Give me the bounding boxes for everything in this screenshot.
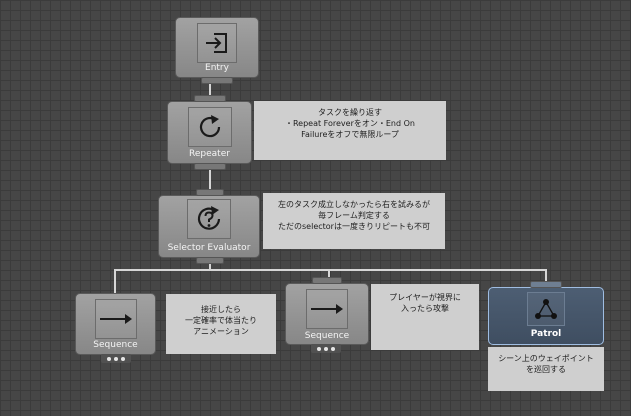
- entry-icon-frame: [197, 23, 237, 63]
- selector-evaluator-label: Selector Evaluator: [167, 243, 251, 253]
- repeater-comment-line-1: タスクを繰り返す: [318, 108, 382, 117]
- sequence-2-comment-line-1: プレイヤーが視界に: [389, 293, 461, 302]
- selector-evaluator-comment-line-3: ただのselectorは一度きりリピートも不可: [278, 222, 430, 231]
- repeat-icon: [199, 115, 220, 138]
- connector-horizontal-bar: [114, 269, 546, 271]
- sequence-1-comment-line-2: 一定確率で体当たり: [185, 316, 257, 325]
- patrol-comment: シーン上のウェイポイント を巡回する: [488, 347, 604, 391]
- connector-to-sequence-1: [114, 269, 116, 293]
- connector-selector-down: [209, 258, 211, 270]
- connector-to-sequence-2: [328, 269, 330, 281]
- selector-evaluator-comment-line-1: 左のタスク成立しなかったら右を試みるが: [278, 200, 430, 209]
- repeater-output-port[interactable]: [194, 163, 226, 170]
- connector-entry-repeater: [209, 78, 211, 101]
- connector-to-patrol: [545, 269, 547, 281]
- sequence-2-input-port[interactable]: [312, 277, 342, 284]
- sequence-1-icon-frame: [94, 299, 137, 339]
- repeater-comment-line-2: ・Repeat Foreverをオン・End On: [284, 119, 415, 128]
- patrol-comment-line-1: シーン上のウェイポイント: [498, 354, 594, 363]
- repeater-input-port[interactable]: [194, 95, 226, 102]
- repeater-node[interactable]: Repeater: [167, 95, 252, 170]
- patrol-node[interactable]: Patrol: [488, 281, 604, 345]
- repeater-comment: タスクを繰り返す ・Repeat Foreverをオン・End On Failu…: [254, 101, 446, 160]
- selector-evaluator-icon-frame: [187, 199, 231, 239]
- question-icon: [197, 206, 221, 230]
- patrol-comment-line-2: を巡回する: [526, 365, 566, 374]
- selector-evaluator-comment-line-2: 毎フレーム判定する: [318, 211, 390, 220]
- port-dot: [324, 346, 328, 351]
- repeater-label: Repeater: [189, 149, 230, 159]
- sequence-1-comment-line-3: アニメーション: [193, 327, 249, 336]
- sequence-1-comment: 接近したら 一定確率で体当たり アニメーション: [166, 294, 276, 354]
- sequence-node-1[interactable]: Sequence: [75, 293, 156, 355]
- port-dot: [331, 346, 335, 351]
- patrol-label: Patrol: [530, 329, 562, 339]
- port-dot: [317, 346, 321, 351]
- patrol-input-port[interactable]: [530, 281, 562, 288]
- port-dot: [114, 356, 118, 361]
- entry-node[interactable]: Entry: [175, 17, 259, 84]
- sequence-2-comment-line-2: 入ったら攻撃: [401, 304, 449, 313]
- selector-evaluator-output-port[interactable]: [196, 257, 224, 264]
- arrow-right-icon: [99, 314, 132, 324]
- selector-evaluator-node[interactable]: Selector Evaluator: [158, 189, 260, 264]
- sequence-node-2[interactable]: Sequence: [285, 277, 369, 345]
- port-dot: [121, 356, 125, 361]
- patrol-icon: [535, 299, 557, 319]
- selector-evaluator-input-port[interactable]: [196, 189, 224, 196]
- port-dot: [107, 356, 111, 361]
- entry-icon: [206, 33, 227, 53]
- repeater-comment-line-3: Failureをオフで無限ループ: [301, 130, 399, 139]
- selector-evaluator-comment: 左のタスク成立しなかったら右を試みるが 毎フレーム判定する ただのselecto…: [263, 193, 445, 249]
- sequence-2-child-ports[interactable]: [311, 344, 341, 353]
- entry-output-port[interactable]: [201, 77, 233, 84]
- sequence-1-child-ports[interactable]: [101, 354, 131, 363]
- sequence-2-icon-frame: [306, 289, 348, 329]
- sequence-1-comment-line-1: 接近したら: [201, 305, 241, 314]
- sequence-2-label: Sequence: [304, 331, 350, 341]
- sequence-1-label: Sequence: [93, 340, 138, 350]
- sequence-2-comment: プレイヤーが視界に 入ったら攻撃: [371, 284, 479, 350]
- arrow-right-icon: [311, 304, 343, 314]
- entry-label: Entry: [205, 63, 229, 73]
- repeater-icon-frame: [187, 107, 232, 147]
- patrol-icon-frame: [527, 292, 565, 326]
- connector-repeater-selector: [209, 164, 211, 195]
